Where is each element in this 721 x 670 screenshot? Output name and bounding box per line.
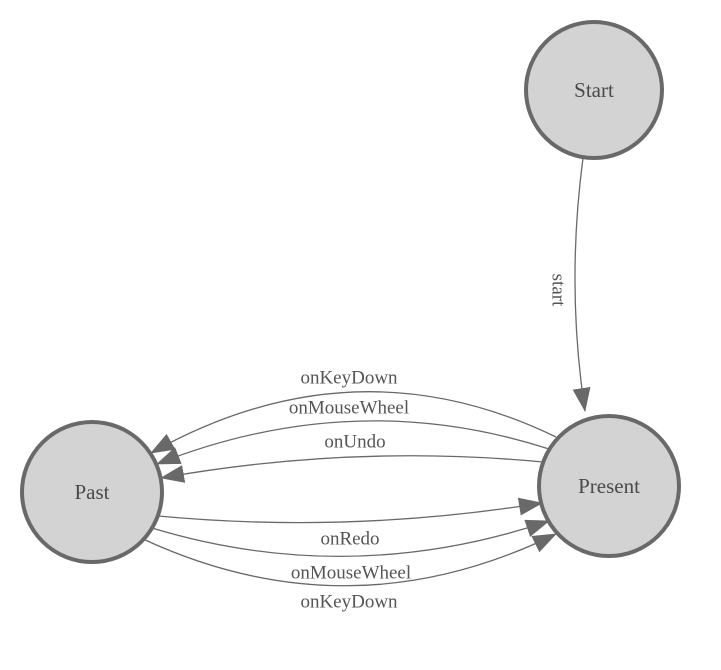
edge-start-to-present-label: start — [548, 274, 569, 307]
edge-past-to-present-onmousewheel[interactable] — [151, 519, 550, 557]
edge-start-to-present[interactable] — [572, 157, 591, 412]
edge-present-to-past-onundo-label: onUndo — [324, 432, 385, 453]
edge-present-to-past-onkeydown-label: onKeyDown — [300, 368, 398, 389]
state-node-past[interactable] — [20, 420, 164, 564]
edge-past-to-present-onredo[interactable] — [157, 497, 543, 524]
edge-present-to-past-onmousewheel-label: onMouseWheel — [289, 398, 409, 419]
edge-past-to-present-onmousewheel-label: onMouseWheel — [291, 563, 411, 584]
edge-past-to-present-onredo-label: onRedo — [320, 529, 379, 550]
edge-past-to-present-onkeydown[interactable] — [142, 533, 557, 587]
edge-present-to-past-onkeydown[interactable] — [150, 391, 557, 454]
state-node-start-label: Start — [574, 78, 614, 102]
state-node-present[interactable] — [537, 414, 681, 558]
edge-past-to-present-onkeydown-label: onKeyDown — [300, 592, 398, 613]
state-node-present-label: Present — [578, 474, 640, 498]
edge-present-to-past-onmousewheel[interactable] — [156, 420, 550, 465]
state-node-start[interactable] — [524, 20, 664, 160]
state-node-past-label: Past — [74, 480, 109, 504]
edge-present-to-past-onundo[interactable] — [160, 455, 544, 483]
